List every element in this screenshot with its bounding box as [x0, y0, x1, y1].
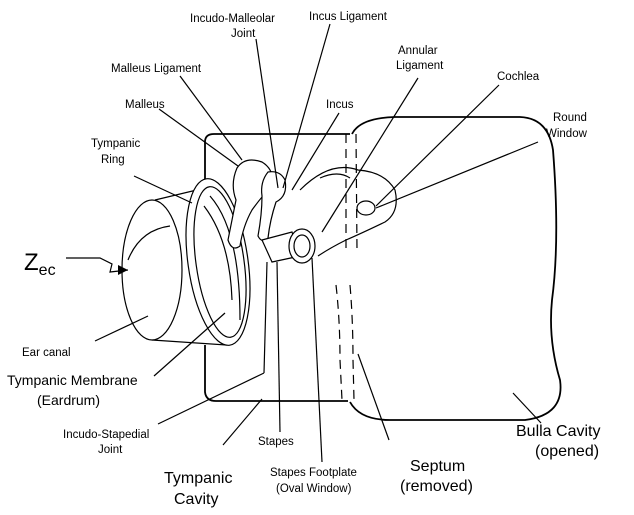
label-cavity: Cavity [174, 491, 218, 508]
label-tympanic-membrane: Tympanic Membrane [7, 372, 138, 388]
label-malleus-ligament: Malleus Ligament [111, 63, 202, 75]
zec-arrow [66, 258, 128, 275]
label-tympanic: Tympanic [91, 138, 140, 150]
label-incudo-stapedial: Incudo-Stapedial [63, 429, 149, 441]
label-cochlea: Cochlea [497, 71, 540, 83]
label-oval-window: (Oval Window) [276, 483, 352, 495]
label-tympanic-ring: Ring [101, 154, 125, 166]
round-window-shape [357, 201, 375, 215]
label-malleus: Malleus [125, 99, 165, 111]
label-round-window: Window [546, 128, 588, 140]
label-annular-ligament: Ligament [396, 60, 444, 72]
label-stapes: Stapes [258, 436, 294, 448]
stapes-shape [262, 229, 315, 263]
label-opened: (opened) [535, 443, 599, 460]
bulla-cavity-outline [350, 117, 561, 420]
label-stapes-footplate: Stapes Footplate [270, 467, 357, 479]
label-incus-ligament: Incus Ligament [309, 11, 388, 23]
label-tympanic-cavity: Tympanic [164, 470, 232, 487]
cochlea-inner [320, 174, 350, 178]
label-incudo-malleolar: Incudo-Malleolar [190, 13, 275, 25]
label-round: Round [553, 112, 587, 124]
label-incudo-malleolar-joint: Joint [231, 28, 256, 40]
label-annular: Annular [398, 45, 438, 57]
label-removed: (removed) [400, 478, 473, 495]
label-bulla-cavity: Bulla Cavity [516, 423, 600, 440]
label-incudo-stapedial-joint: Joint [98, 444, 123, 456]
label-ear-canal: Ear canal [22, 347, 71, 359]
label-eardrum: (Eardrum) [37, 392, 100, 408]
label-septum: Septum [410, 458, 465, 475]
label-zec: Zec [24, 249, 56, 279]
label-incus: Incus [326, 99, 354, 111]
